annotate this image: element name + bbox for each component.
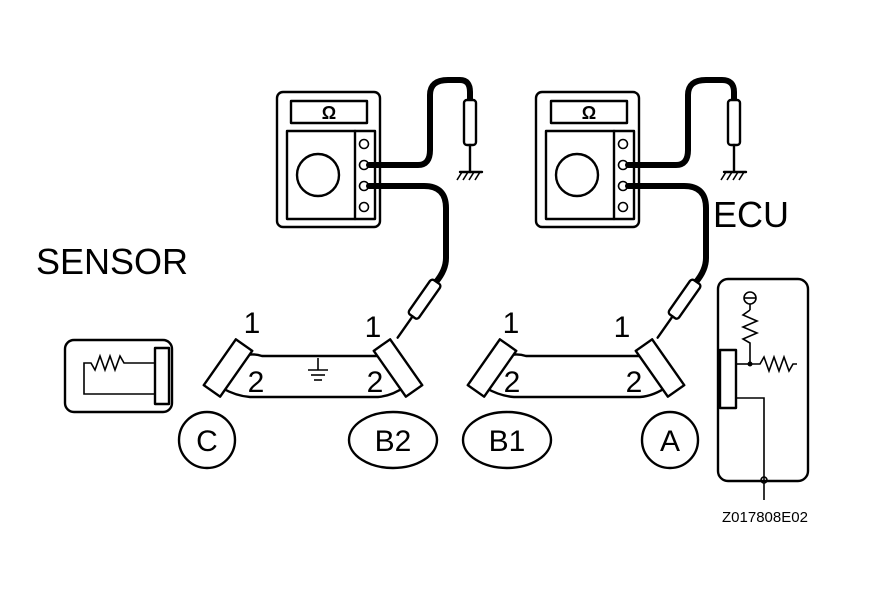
connector-label-c: C [177,410,237,470]
figure-code: Z017808E02 [722,509,808,526]
connector-a-text: A [660,425,680,458]
ohm-symbol-left: Ω [322,103,336,123]
ground-icon [456,170,484,181]
pin-label-c-1: 1 [244,307,261,340]
ohmmeter-left: Ω [275,90,382,229]
sensor-component [63,338,174,414]
ground-icon [308,358,328,381]
ohmmeter-right: Ω [534,90,641,229]
ohm-symbol-right: Ω [582,103,596,123]
connector-label-b1: B1 [461,410,553,470]
connector-label-b2: B2 [347,410,439,470]
ecu-label: ECU [713,194,789,235]
harness-b1-a [466,338,686,399]
connector-b1-text: B1 [489,425,526,458]
pin-label-b1-1: 1 [503,307,520,340]
harness-c-b2 [202,338,424,399]
pin-label-c-2: 2 [248,366,265,399]
probe-left [396,278,442,339]
connector-b2-text: B2 [375,425,412,458]
ecu-circuit [716,277,810,500]
connector-c-text: C [196,425,218,458]
probe-right [656,278,702,339]
sensor-label: SENSOR [36,241,188,282]
pin-label-a-1: 1 [614,311,631,344]
pin-label-a-2: 2 [626,366,643,399]
pin-label-b2-1: 1 [365,311,382,344]
connector-label-a: A [640,410,700,470]
test-leads-left [366,77,484,339]
pin-label-b1-2: 2 [504,366,521,399]
ground-icon [720,170,748,181]
pin-label-b2-2: 2 [367,366,384,399]
test-leads-right [625,77,748,339]
